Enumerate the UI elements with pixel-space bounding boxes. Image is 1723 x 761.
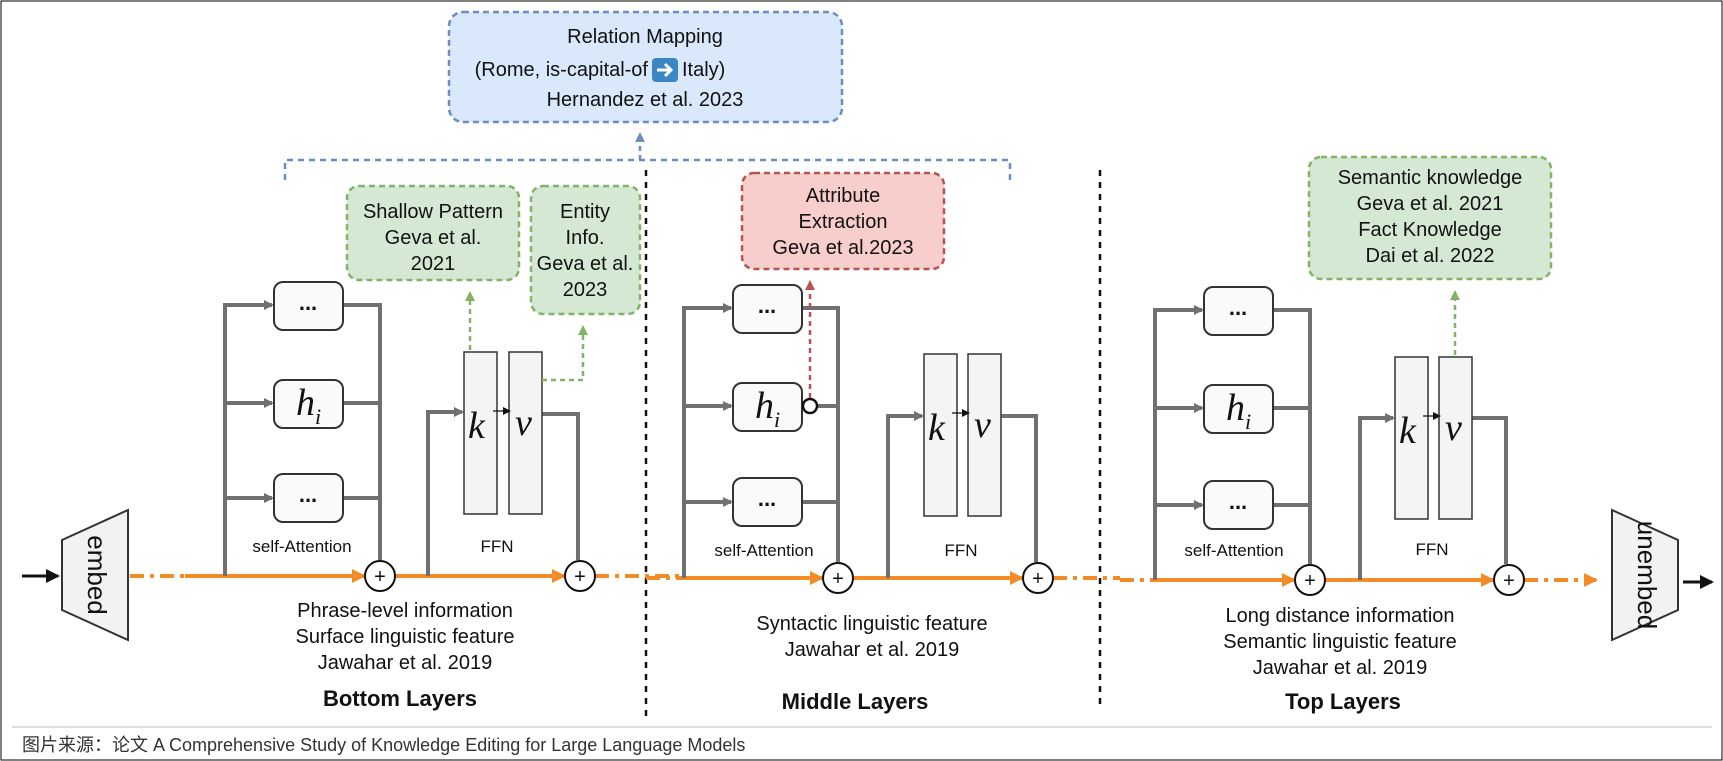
relation-example-pre: (Rome, is-capital-of xyxy=(475,59,649,81)
shallow-line3: 2021 xyxy=(411,253,456,275)
top-ffn-label: FFN xyxy=(1415,540,1448,559)
top-layers-group xyxy=(1120,305,1598,587)
top-head-sub: i xyxy=(1245,409,1251,434)
middle-head-top xyxy=(732,284,803,334)
embed-label: embed xyxy=(82,535,112,615)
entity-line1: Entity xyxy=(560,201,610,223)
middle-ffn-v-label: v xyxy=(974,404,991,446)
bottom-add-ffn xyxy=(564,560,596,592)
bottom-add-attn xyxy=(364,560,396,592)
middle-add-attn xyxy=(822,562,854,594)
middle-add-ffn-symbol: + xyxy=(1032,568,1044,590)
bottom-add-attn-symbol: + xyxy=(374,566,386,588)
shallow-pattern-box xyxy=(345,184,521,282)
bottom-head-hi xyxy=(273,379,344,429)
semantic-line1: Semantic knowledge xyxy=(1338,167,1523,189)
shallow-line1: Shallow Pattern xyxy=(363,201,503,223)
middle-head-top-dots: ... xyxy=(758,293,776,318)
middle-add-ffn xyxy=(1022,562,1054,594)
semantic-knowledge-box xyxy=(1307,155,1553,281)
attribute-line2: Extraction xyxy=(799,211,888,233)
entity-info-box xyxy=(529,184,642,316)
middle-attn-label: self-Attention xyxy=(714,541,813,560)
top-add-attn xyxy=(1294,564,1326,596)
middle-head-h: h xyxy=(755,385,774,427)
middle-layers-group xyxy=(646,303,1120,585)
middle-desc-2: Jawahar et al. 2019 xyxy=(785,639,960,661)
middle-head-bottom xyxy=(732,477,803,527)
bottom-desc-3: Jawahar et al. 2019 xyxy=(318,652,493,674)
source-caption: 图片来源：论文 A Comprehensive Study of Knowled… xyxy=(22,735,745,755)
bottom-head-sub: i xyxy=(315,404,321,429)
arrow-right-icon xyxy=(652,58,678,82)
middle-probe-node xyxy=(801,397,819,415)
middle-head-sub: i xyxy=(774,407,780,432)
middle-ffn-label: FFN xyxy=(944,541,977,560)
attribute-line1: Attribute xyxy=(806,185,880,207)
bottom-head-bottom-dots: ... xyxy=(299,482,317,507)
middle-ffn-k-label: k xyxy=(928,407,946,449)
embed-block: embed xyxy=(61,508,129,642)
top-desc-2: Semantic linguistic feature xyxy=(1223,631,1456,653)
relation-example-post: Italy) xyxy=(682,59,725,81)
bottom-head-top-dots: ... xyxy=(299,290,317,315)
attribute-line3: Geva et al.2023 xyxy=(772,237,913,259)
top-head-h: h xyxy=(1226,387,1245,429)
semantic-line2: Geva et al. 2021 xyxy=(1357,193,1504,215)
relation-mapping-box: Relation Mapping (Rome, is-capital-of It… xyxy=(447,10,844,124)
unembed-block: unembed xyxy=(1611,508,1679,642)
top-head-bottom xyxy=(1203,480,1274,530)
middle-add-attn-symbol: + xyxy=(832,568,844,590)
bottom-desc-2: Surface linguistic feature xyxy=(295,626,514,648)
middle-layers-title: Middle Layers xyxy=(782,689,929,714)
bottom-layers-title: Bottom Layers xyxy=(323,686,477,711)
top-head-bottom-dots: ... xyxy=(1229,489,1247,514)
top-add-ffn xyxy=(1493,564,1525,596)
shallow-line2: Geva et al. xyxy=(385,227,482,249)
bottom-desc-1: Phrase-level information xyxy=(297,600,513,622)
bottom-add-ffn-symbol: + xyxy=(574,566,586,588)
top-head-top xyxy=(1203,286,1274,336)
top-layers-title: Top Layers xyxy=(1285,689,1401,714)
bottom-ffn-k xyxy=(463,351,498,515)
entity-line4: 2023 xyxy=(563,279,608,301)
bottom-head-bottom xyxy=(273,473,344,523)
top-ffn-v xyxy=(1438,356,1473,520)
top-head-top-dots: ... xyxy=(1229,295,1247,320)
bottom-ffn-k-label: k xyxy=(468,405,486,447)
bottom-layers-group xyxy=(130,300,682,583)
attribute-extraction-box xyxy=(740,171,946,271)
bottom-head-h: h xyxy=(296,382,315,424)
relation-citation: Hernandez et al. 2023 xyxy=(547,89,744,111)
top-attn-label: self-Attention xyxy=(1184,541,1283,560)
middle-ffn-k xyxy=(923,353,958,517)
bottom-ffn-label: FFN xyxy=(480,537,513,556)
top-ffn-k xyxy=(1394,356,1429,520)
bottom-ffn-v-label: v xyxy=(515,402,532,444)
top-ffn-k-label: k xyxy=(1399,410,1417,452)
semantic-line4: Dai et al. 2022 xyxy=(1366,245,1495,267)
top-add-ffn-symbol: + xyxy=(1503,570,1515,592)
top-desc-1: Long distance information xyxy=(1225,605,1454,627)
unembed-label: unembed xyxy=(1632,521,1662,629)
middle-desc-1: Syntactic linguistic feature xyxy=(756,613,987,635)
middle-ffn-v xyxy=(967,353,1002,517)
bottom-head-top xyxy=(273,281,344,331)
semantic-line3: Fact Knowledge xyxy=(1358,219,1501,241)
relation-title: Relation Mapping xyxy=(567,26,723,48)
entity-arrow xyxy=(542,325,588,382)
top-add-attn-symbol: + xyxy=(1304,570,1316,592)
bottom-ffn-v xyxy=(508,351,543,515)
entity-line3: Geva et al. xyxy=(537,253,634,275)
top-head-hi xyxy=(1203,384,1274,434)
top-ffn-v-label: v xyxy=(1445,407,1462,449)
entity-line2: Info. xyxy=(566,227,605,249)
bottom-attn-label: self-Attention xyxy=(252,537,351,556)
top-desc-3: Jawahar et al. 2019 xyxy=(1253,657,1428,679)
middle-head-bottom-dots: ... xyxy=(758,486,776,511)
